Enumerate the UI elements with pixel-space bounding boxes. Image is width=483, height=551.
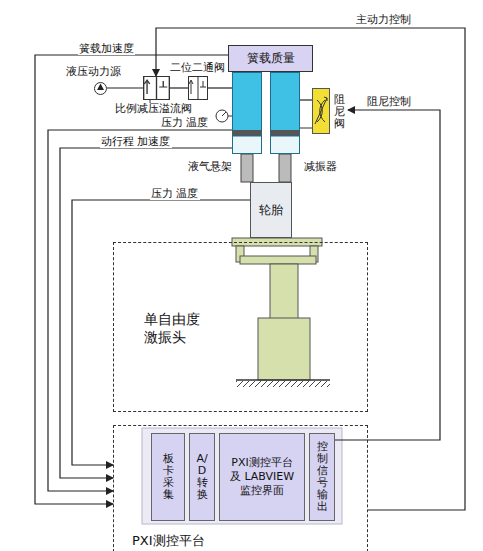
node-label: 二位二通阀	[170, 61, 225, 75]
node-label: 减振器	[304, 160, 337, 174]
module-box: 板卡采集	[151, 433, 185, 521]
edge-label: 动行程 加速度	[100, 135, 172, 148]
edge-label: 压力 温度	[160, 116, 210, 129]
damping-valve: 阻尼阀	[312, 88, 348, 134]
inner-panel	[142, 428, 342, 524]
module-box: 控制信号输出	[309, 433, 335, 521]
cylinder: 液气悬架	[232, 72, 262, 154]
node-label: 阻尼阀	[334, 94, 345, 130]
pump-circle: 液压动力源	[94, 82, 107, 95]
node-label: 比例减压溢流阀	[115, 102, 192, 116]
pxi-region: PXI测控平台 板卡采集 A/D转换 PXI测控平台 及 LABVIEW 监控界面控制…	[113, 425, 368, 551]
tire-box: 轮胎	[250, 182, 292, 238]
edge-label: 阻尼控制	[366, 95, 412, 108]
module-box: A/D转换	[189, 433, 215, 521]
piston-rod	[279, 154, 291, 182]
mass-box: 簧载质量	[228, 45, 313, 72]
edge-label: 簧载加速度	[78, 42, 135, 55]
connector	[107, 87, 143, 88]
gauge-stub	[228, 116, 232, 117]
valve-box: 比例减压溢流阀	[143, 76, 170, 100]
connector	[208, 87, 232, 88]
edge-label: 主动力控制	[355, 13, 412, 26]
connector	[60, 148, 232, 478]
pipe	[300, 128, 312, 129]
exciter-region: 单自由度 激振头	[113, 242, 368, 412]
node-label: 液气悬架	[188, 160, 232, 174]
node-label: PXI测控平台	[132, 533, 205, 549]
module-box: PXI测控平台 及 LABVIEW 监控界面	[219, 433, 305, 521]
valve-box: 二位二通阀	[188, 76, 208, 100]
node-label: 轮胎	[259, 203, 283, 218]
node-label: 控制信号输出	[317, 441, 328, 514]
piston-rod	[241, 154, 253, 182]
connector	[335, 110, 440, 440]
node-label: 簧载质量	[247, 51, 295, 66]
ground-hatch	[236, 381, 330, 387]
node-label: 板卡采集	[163, 453, 174, 501]
connector	[300, 99, 312, 100]
ground	[236, 379, 330, 381]
node-label: PXI测控平台 及 LABVIEW 监控界面	[227, 456, 297, 497]
cylinder: 减振器	[270, 72, 300, 154]
exciter	[232, 238, 322, 380]
node-label: 单自由度 激振头	[144, 311, 204, 346]
node-label: 液压动力源	[66, 65, 121, 79]
node-label: A/D转换	[197, 453, 208, 501]
connector	[170, 87, 188, 88]
gauge-needle	[222, 112, 226, 116]
edge-label: 压力 温度	[150, 187, 200, 200]
pressure-gauge	[216, 110, 228, 122]
